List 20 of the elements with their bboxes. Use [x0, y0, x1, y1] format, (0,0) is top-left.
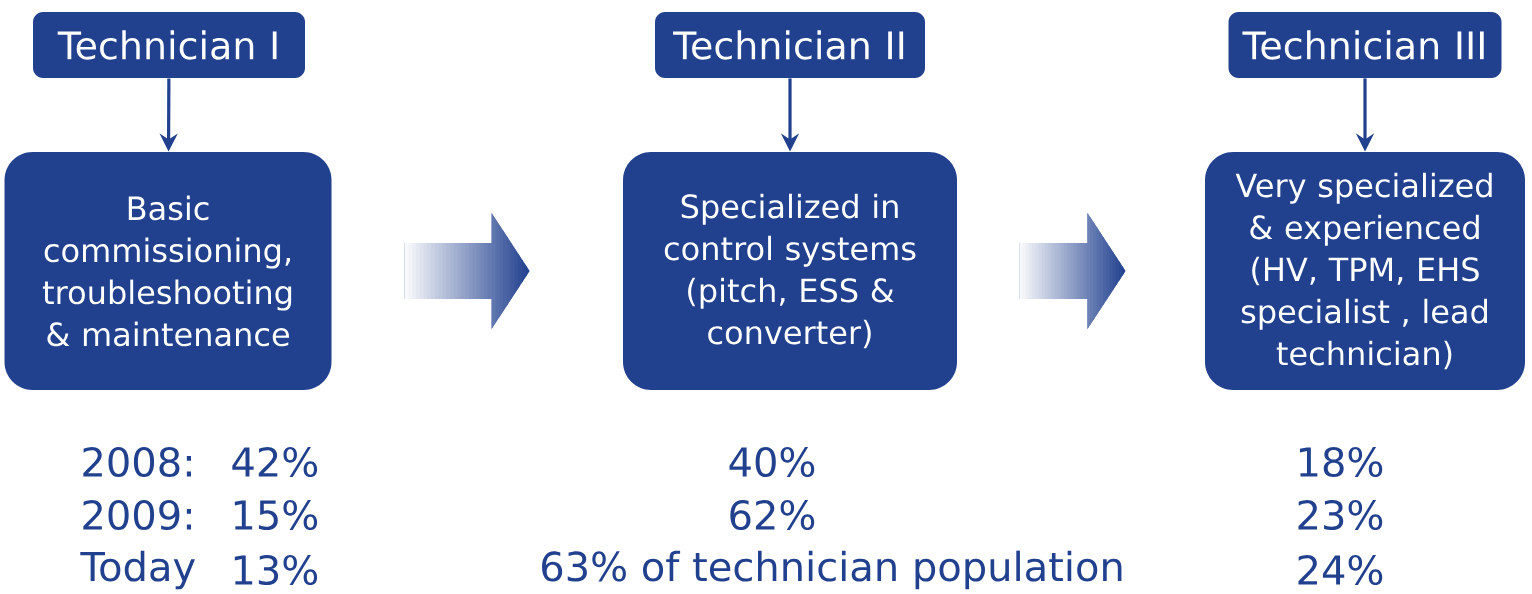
- share-label: 63% of technician population: [542, 550, 1122, 590]
- description-box: Very specialized & experienced (HV, TPM, EHS specialist , lead technician): [1205, 152, 1525, 390]
- share-label: 42%: [232, 446, 318, 478]
- share-label: 24%: [1298, 554, 1383, 586]
- description-box: Basic commissioning, troubleshooting & maintenance: [4, 152, 332, 390]
- share-label: 13%: [234, 554, 318, 586]
- share-label: 2009:: [83, 499, 191, 531]
- block-arrow: [404, 213, 530, 329]
- share-label: 23%: [1298, 499, 1383, 531]
- share-label: Today: [80, 550, 195, 590]
- title-box: Technician II: [655, 12, 925, 78]
- share-label: 15%: [234, 499, 318, 531]
- share-label: 40%: [729, 446, 815, 478]
- description-box: Specialized in control systems (pitch, ESS & converter): [623, 152, 957, 390]
- block-arrow: [1019, 213, 1126, 329]
- share-label: 18%: [1299, 446, 1383, 478]
- title-box: Technician III: [1228, 12, 1502, 78]
- title-box: Technician I: [33, 12, 305, 78]
- share-label: 2008:: [83, 446, 191, 478]
- share-label: 62%: [730, 499, 815, 531]
